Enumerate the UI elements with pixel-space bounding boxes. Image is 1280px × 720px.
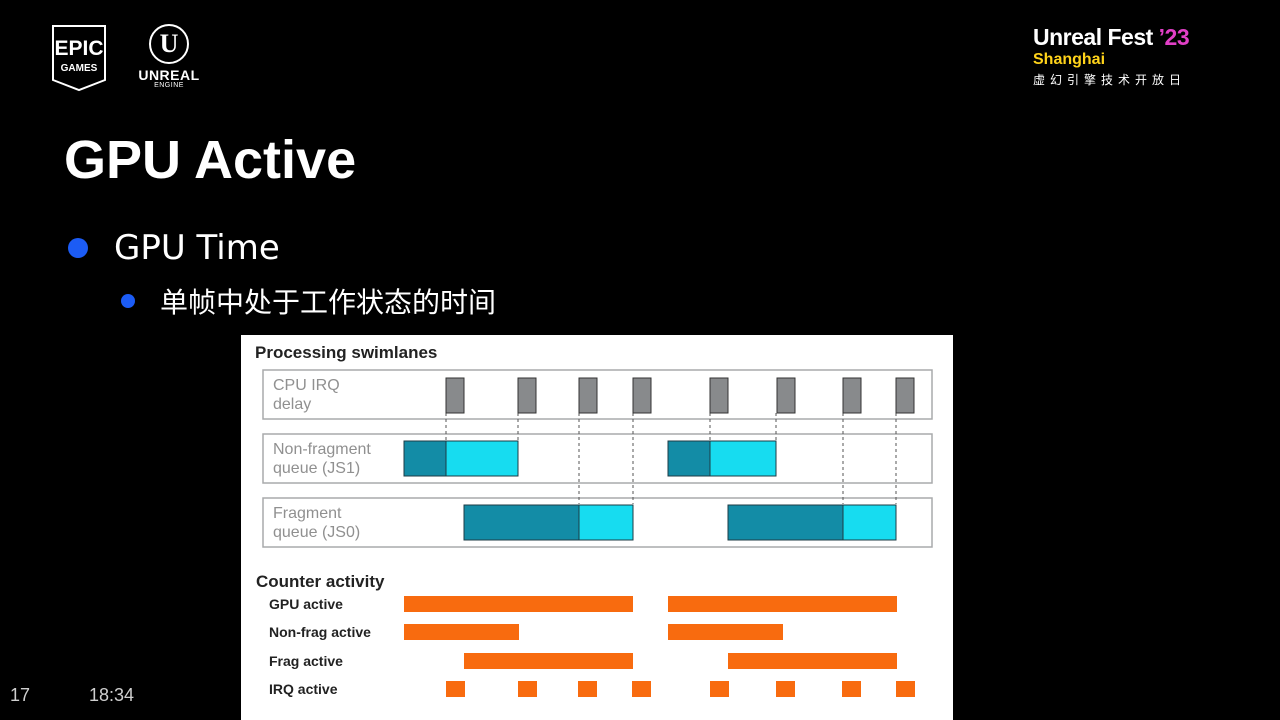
counter-label: GPU active <box>269 596 343 612</box>
non-fragment-job-block <box>445 440 519 477</box>
sub-bullet-text: 单帧中处于工作状态的时间 <box>160 286 497 319</box>
fragment-job-block <box>842 504 897 541</box>
non-fragment-job-block <box>709 440 777 477</box>
games-logo-word: GAMES <box>61 63 98 74</box>
slide-number: 17 <box>10 685 31 705</box>
counter-activity-bar <box>668 624 783 640</box>
slide-title: GPU Active <box>64 130 357 190</box>
fragment-job-block <box>727 504 844 541</box>
counter-activity-bar <box>404 624 519 640</box>
irq-delay-block <box>578 377 598 414</box>
irq-delay-block <box>632 377 652 414</box>
counter-label: IRQ active <box>269 681 338 697</box>
counter-activity-bar <box>896 681 915 697</box>
fest-title: Unreal Fest ’23 <box>1033 24 1253 50</box>
counter-activity-bar <box>518 681 537 697</box>
irq-delay-block <box>709 377 729 414</box>
sub-bullet: 单帧中处于工作状态的时间 <box>121 283 496 319</box>
counter-activity-bar <box>842 681 861 697</box>
epic-games-shield-icon: EPIC GAMES <box>52 25 106 92</box>
irq-delay-block <box>895 377 915 414</box>
irq-delay-block <box>776 377 796 414</box>
unreal-logo-word: UNREAL <box>138 67 200 83</box>
fest-chinese-subtitle: 虚幻引擎技术开放日 <box>1033 73 1187 87</box>
irq-delay-block <box>445 377 465 414</box>
bullet-text: GPU Time <box>114 228 280 268</box>
counter-activity-bar <box>464 653 633 669</box>
unreal-engine-logo: U UNREAL ENGINE <box>126 24 212 94</box>
bullet-dot-icon <box>68 238 88 258</box>
swimlane-label: Fragment <box>273 505 342 522</box>
clock-time: 18:34 <box>89 685 135 705</box>
swimlane-label: CPU IRQ <box>273 377 340 394</box>
irq-delay-block <box>842 377 862 414</box>
unreal-u-icon: U <box>149 24 189 64</box>
non-fragment-job-block <box>667 440 711 477</box>
sub-bullet-dot-icon <box>121 294 135 308</box>
section-title-swimlanes: Processing swimlanes <box>255 343 437 362</box>
section-title-counters: Counter activity <box>256 572 385 591</box>
counter-activity-bar <box>632 681 651 697</box>
counter-activity-bar <box>668 596 897 612</box>
swimlane-label: queue (JS1) <box>273 460 360 477</box>
fest-name: Unreal Fest <box>1033 24 1153 50</box>
counter-activity-bar <box>446 681 465 697</box>
counter-activity-bar <box>404 596 633 612</box>
counter-label: Non-frag active <box>269 624 371 640</box>
irq-delay-block <box>517 377 537 414</box>
epic-games-logo: EPIC GAMES <box>50 24 108 92</box>
swimlane-label: delay <box>273 396 311 413</box>
counter-activity-bar <box>710 681 729 697</box>
counter-activity-bar <box>776 681 795 697</box>
fragment-job-block <box>463 504 580 541</box>
counter-label: Frag active <box>269 653 343 669</box>
fest-city: Shanghai <box>1033 51 1106 68</box>
counter-activity-bar <box>578 681 597 697</box>
epic-logo-word: EPIC <box>54 37 103 60</box>
swimlane-label: Non-fragment <box>273 441 371 458</box>
fest-year: ’23 <box>1158 24 1190 50</box>
unreal-fest-branding: Unreal Fest ’23 Shanghai 虚幻引擎技术开放日 <box>1033 24 1253 88</box>
counter-activity-bar <box>728 653 897 669</box>
bullet-gpu-time: GPU Time <box>68 228 280 268</box>
engine-logo-word: ENGINE <box>154 82 184 89</box>
swimlane-box <box>262 433 933 484</box>
non-fragment-job-block <box>403 440 447 477</box>
fragment-job-block <box>578 504 634 541</box>
swimlane-label: queue (JS0) <box>273 524 360 541</box>
